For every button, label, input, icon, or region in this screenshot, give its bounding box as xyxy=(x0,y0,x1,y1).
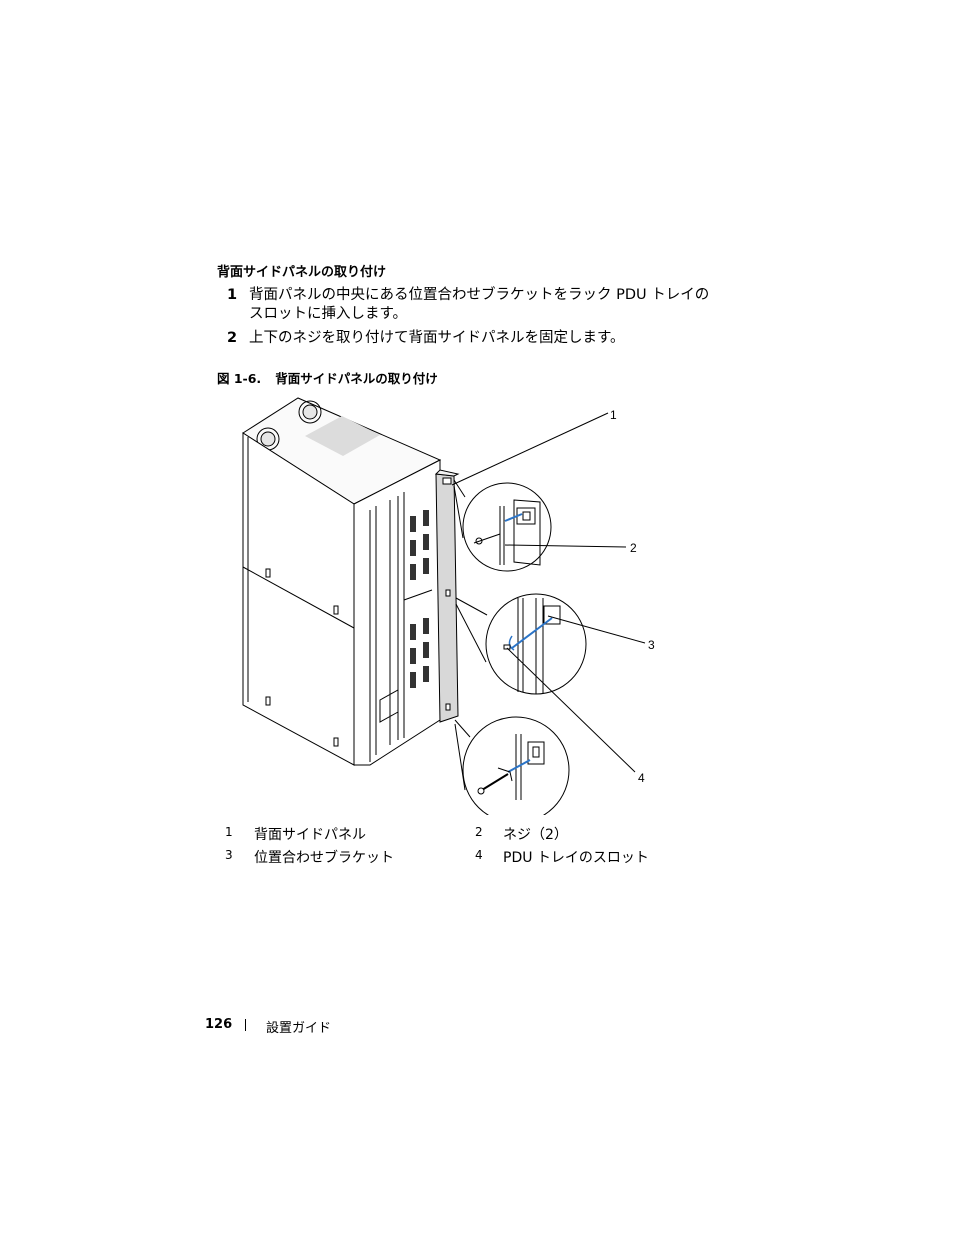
step-text: 上下のネジを取り付けて背面サイドパネルを固定します。 xyxy=(249,330,625,346)
rack-side-panel-illustration: 1 2 3 4 xyxy=(242,397,655,815)
legend-text: 位置合わせブラケット xyxy=(254,850,394,866)
step-number: 1 xyxy=(227,287,238,303)
footer-divider xyxy=(245,1019,246,1031)
legend-number: 3 xyxy=(225,848,233,862)
callout-3: 3 xyxy=(648,638,655,652)
figure-caption: 図 1-6. 背面サイドパネルの取り付け xyxy=(217,368,438,387)
legend-number: 1 xyxy=(225,825,233,839)
detail-bottom xyxy=(454,716,570,815)
step-text: 背面パネルの中央にある位置合わせブラケットをラック PDU トレイのスロットに挿… xyxy=(249,287,710,322)
page-number: 126 xyxy=(205,1017,233,1032)
callout-4: 4 xyxy=(638,771,645,785)
legend-text: PDU トレイのスロット xyxy=(503,850,649,866)
figure-label: 図 1-6. xyxy=(217,371,262,386)
section-title: 背面サイドパネルの取り付け xyxy=(217,265,387,280)
legend-text: ネジ（2） xyxy=(503,827,568,843)
rear-side-panel xyxy=(434,469,460,723)
callout-1: 1 xyxy=(610,408,617,422)
rack-cabinet xyxy=(242,397,442,766)
legend-text: 背面サイドパネル xyxy=(254,827,366,843)
step-number: 2 xyxy=(227,330,238,346)
detail-top xyxy=(453,479,552,572)
legend-number: 2 xyxy=(475,825,483,839)
callout-2: 2 xyxy=(630,541,637,555)
callout-leader-lines xyxy=(451,412,646,773)
callout-numbers: 1 2 3 4 xyxy=(610,408,655,785)
figure-title: 背面サイドパネルの取り付け xyxy=(275,371,438,386)
footer-title: 設置ガイド xyxy=(266,1021,332,1036)
detail-middle xyxy=(455,593,587,695)
legend-number: 4 xyxy=(475,848,483,862)
